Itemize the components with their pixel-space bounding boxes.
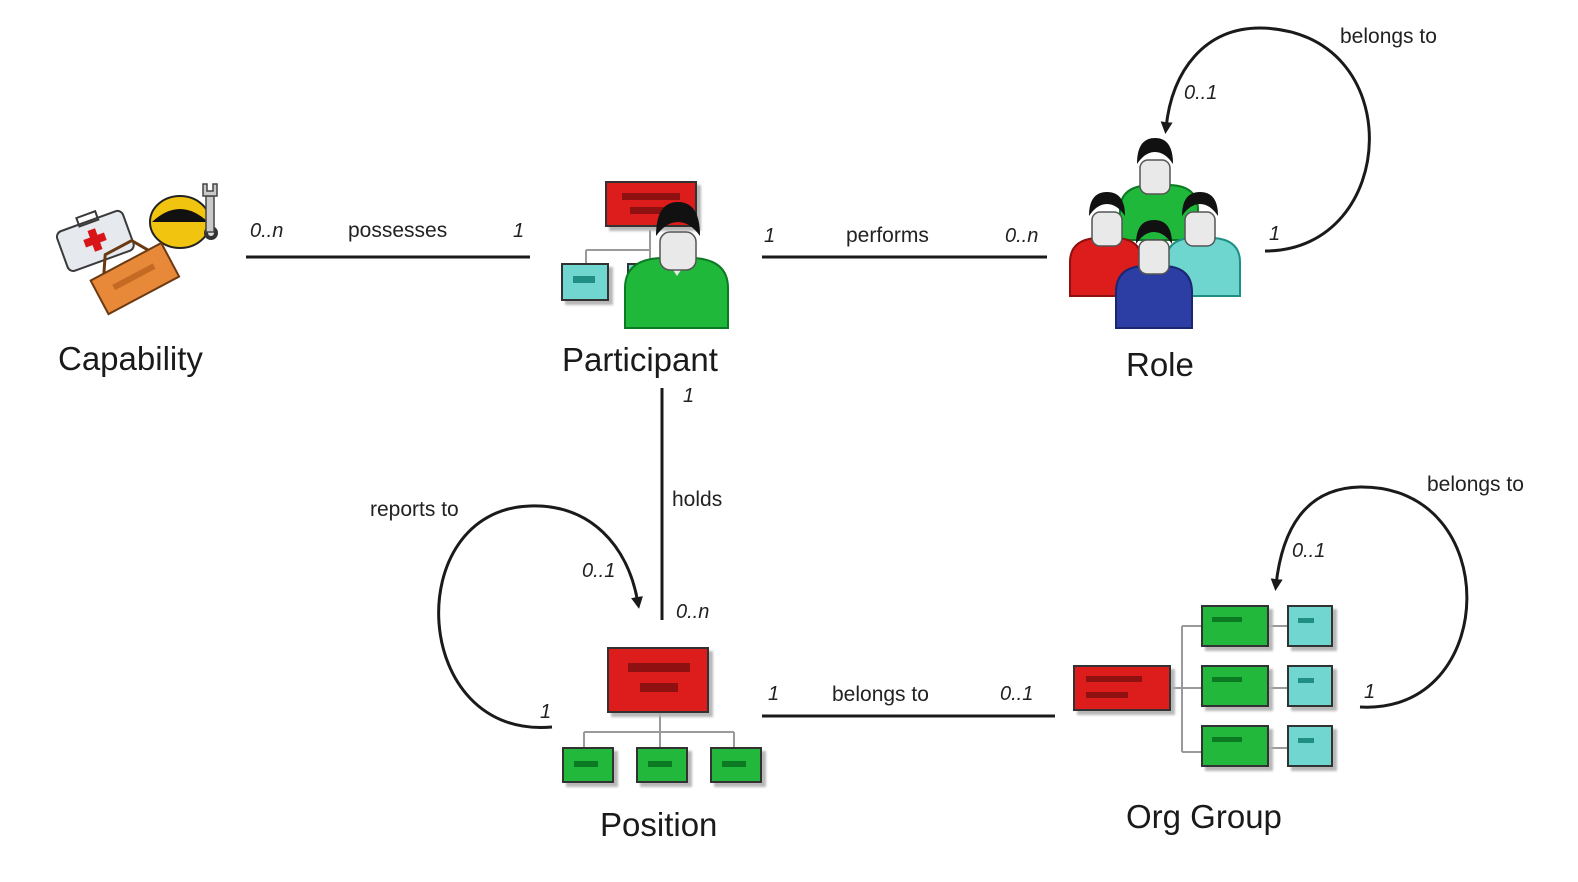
capability-label: Capability: [58, 340, 203, 377]
participant-label: Participant: [562, 341, 718, 378]
position-icon: [562, 647, 762, 783]
role-label: Role: [1126, 346, 1194, 383]
holds-label: holds: [672, 488, 723, 511]
participant-icon: [561, 181, 729, 329]
position-label: Position: [600, 806, 718, 843]
possesses-to-multiplicity: 1: [513, 220, 525, 242]
role-belongs-arrow-multiplicity: 0..1: [1184, 82, 1218, 104]
org-group-icon: [1073, 605, 1333, 767]
reports-to-label: reports to: [370, 498, 459, 521]
performs-to-multiplicity: 0..n: [1005, 225, 1039, 247]
role-icon: [1069, 138, 1241, 329]
position-belongs-to-multiplicity: 0..1: [1000, 683, 1034, 705]
org-group-belongs-tail-multiplicity: 1: [1364, 681, 1376, 703]
reports-to-tail-multiplicity: 1: [540, 701, 552, 723]
reports-to-arrow-multiplicity: 0..1: [582, 560, 616, 582]
reports-to-self-loop: [437, 504, 643, 729]
role-self-loop: [1160, 26, 1371, 253]
capability-icon: [55, 183, 218, 316]
org-group-belongs-arrow-multiplicity: 0..1: [1292, 540, 1326, 562]
org-group-label: Org Group: [1126, 798, 1282, 835]
position-belongs-from-multiplicity: 1: [768, 683, 780, 705]
holds-to-multiplicity: 0..n: [676, 601, 710, 623]
role-belongs-to-label: belongs to: [1340, 25, 1437, 48]
performs-from-multiplicity: 1: [764, 225, 776, 247]
org-group-belongs-to-label: belongs to: [1427, 473, 1524, 496]
possesses-label: possesses: [348, 219, 448, 242]
performs-label: performs: [846, 224, 929, 247]
org-group-self-loop: [1270, 485, 1469, 709]
role-belongs-tail-multiplicity: 1: [1269, 223, 1281, 245]
position-belongs-to-label: belongs to: [832, 683, 929, 706]
possesses-from-multiplicity: 0..n: [250, 220, 284, 242]
holds-from-multiplicity: 1: [683, 385, 695, 407]
